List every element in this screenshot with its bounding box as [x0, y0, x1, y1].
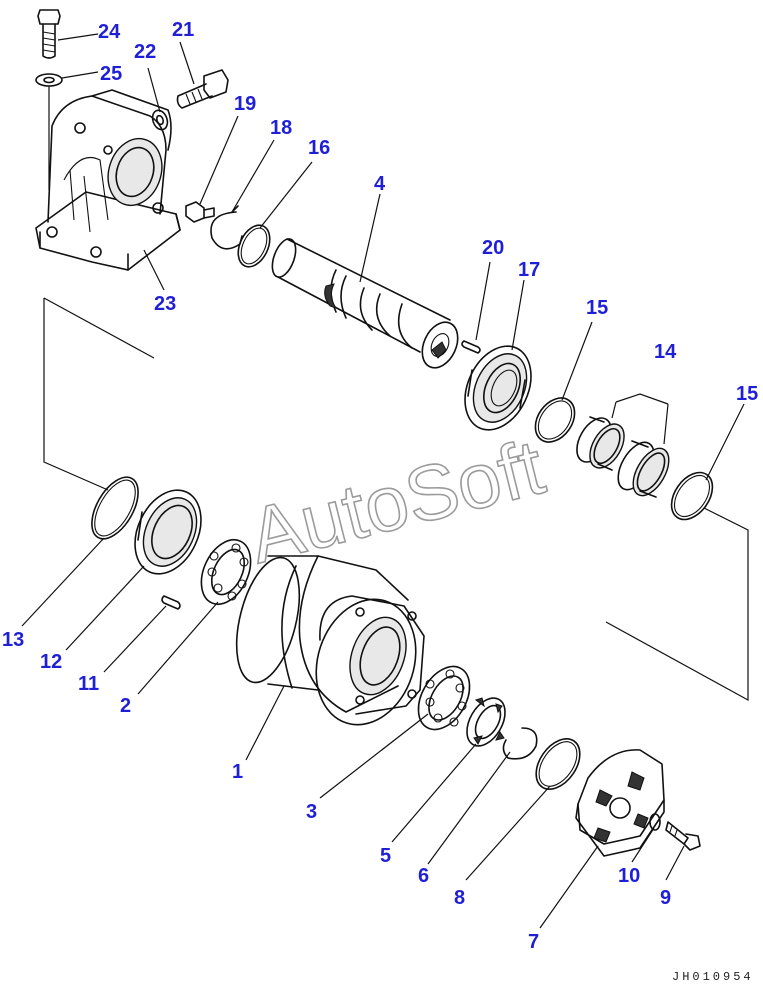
part-7-cover: [575, 749, 665, 857]
part-6-snap-ring: [502, 727, 538, 760]
assembly-line-left: [43, 297, 155, 491]
part-3-bearing: [417, 665, 471, 731]
assembly-line-right: [605, 507, 749, 702]
callout-17: 17: [518, 259, 540, 281]
drawing-number: JH010954: [672, 970, 754, 984]
part-1-roller: [235, 555, 425, 726]
callout-25: 25: [100, 63, 122, 85]
callout-labels: 24 21 22 25 19 18 16 4 23 20 17 15 14 15…: [2, 19, 758, 953]
part-14-bushing-b: [617, 440, 670, 498]
part-16-o-ring: [237, 224, 271, 268]
part-25-washer: [35, 73, 63, 87]
callout-6: 6: [418, 865, 429, 887]
callout-19: 19: [234, 93, 256, 115]
part-11-pin: [161, 595, 181, 610]
callout-4: 4: [374, 173, 386, 195]
part-12-seal: [134, 489, 202, 575]
part-2-bearing: [200, 539, 252, 605]
part-9-bolt: [665, 821, 701, 851]
part-14-bushing-a: [576, 416, 625, 471]
callout-15-upper: 15: [586, 297, 608, 319]
part-15-o-ring-lower: [670, 471, 714, 521]
callout-14: 14: [654, 341, 677, 363]
callout-1: 1: [232, 761, 243, 783]
callout-15-lower: 15: [736, 383, 758, 405]
callout-8: 8: [454, 887, 465, 909]
part-18-snap-ring: [210, 205, 243, 250]
callout-3: 3: [306, 801, 317, 823]
part-5-nut: [466, 697, 506, 747]
part-8-o-ring: [535, 738, 581, 790]
callout-21: 21: [172, 19, 194, 41]
callout-16: 16: [308, 137, 330, 159]
callout-24: 24: [98, 21, 121, 43]
part-20-pin: [461, 340, 481, 354]
part-10-washer: [649, 813, 661, 831]
part-17-seal: [464, 345, 532, 431]
callout-10: 10: [618, 865, 640, 887]
callout-9: 9: [660, 887, 671, 909]
callout-23: 23: [154, 293, 176, 315]
callout-5: 5: [380, 845, 391, 867]
callout-12: 12: [40, 651, 62, 673]
part-24-bolt: [37, 9, 61, 59]
callout-7: 7: [528, 931, 539, 953]
part-19-plug: [185, 201, 215, 223]
callout-13: 13: [2, 629, 24, 651]
part-21-bolt: [176, 69, 229, 109]
callout-11: 11: [78, 673, 99, 695]
leader-lines: [21, 33, 745, 929]
callout-20: 20: [482, 237, 504, 259]
callout-18: 18: [270, 117, 292, 139]
part-13-o-ring: [91, 476, 139, 540]
part-15-o-ring-upper: [534, 397, 576, 443]
callout-22: 22: [134, 41, 156, 63]
part-14-leader-bracket: [611, 393, 669, 445]
part-23-bracket: [35, 89, 181, 271]
part-4-shaft: [271, 238, 459, 369]
callout-2: 2: [120, 695, 131, 717]
